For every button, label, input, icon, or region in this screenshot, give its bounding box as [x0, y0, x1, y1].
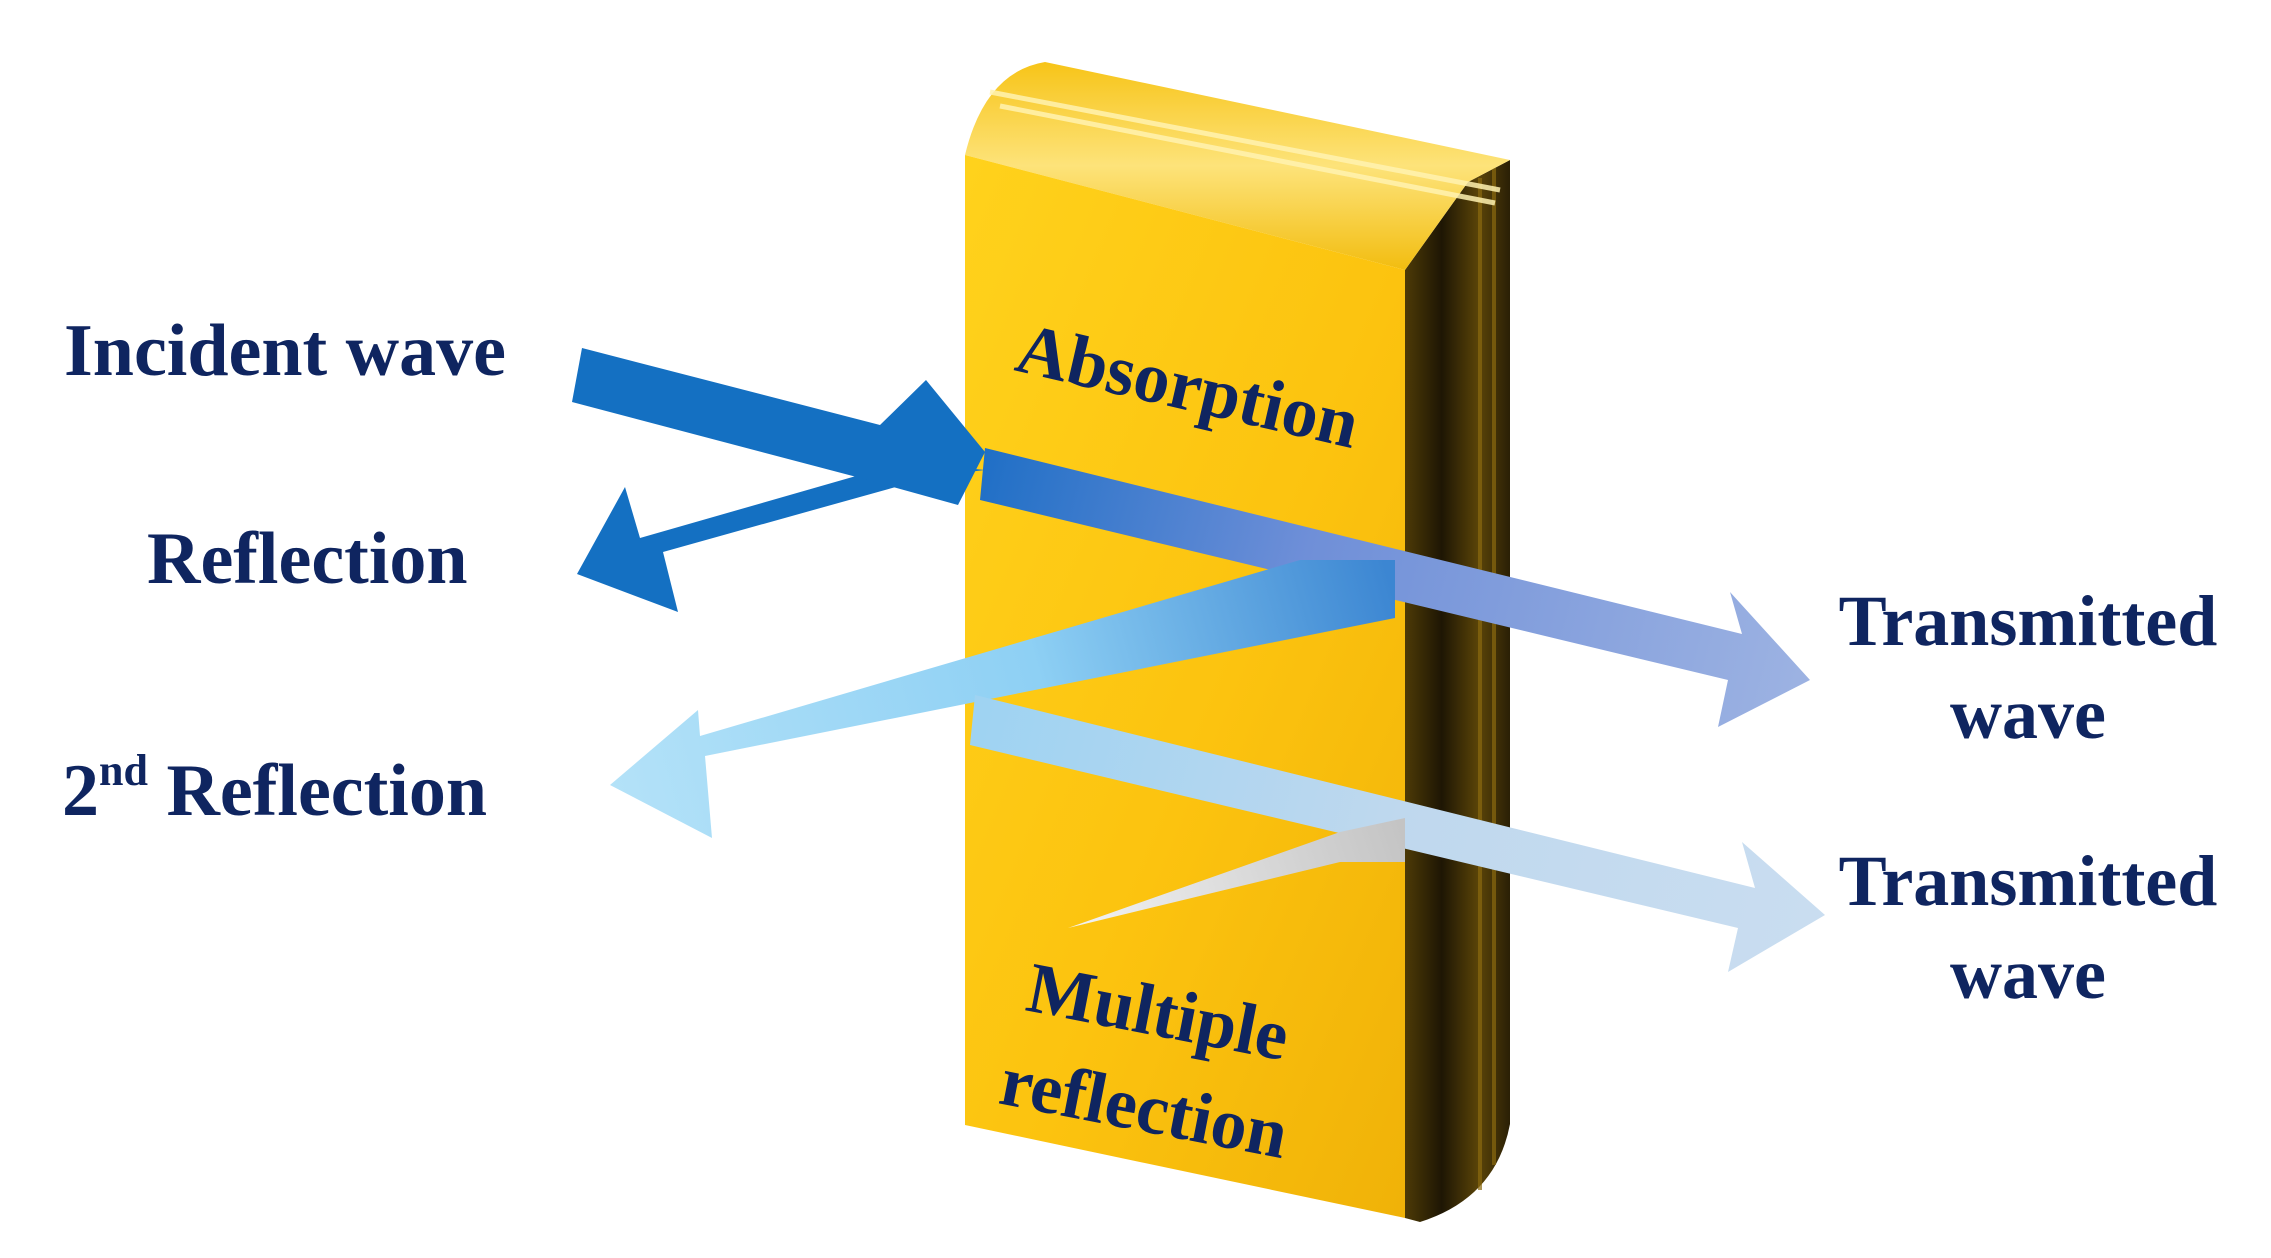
transmitted-wave-2-line1: Transmitted	[1839, 841, 2218, 921]
block-side-face	[1405, 160, 1510, 1222]
second-reflection-superscript: nd	[99, 746, 148, 795]
multiple-reflection-arrow	[1068, 818, 1405, 928]
block-front-face	[965, 155, 1405, 1218]
second-reflection-text: Reflection	[148, 750, 487, 832]
transmitted-wave-1-line1: Transmitted	[1839, 581, 2218, 661]
reflection-arrow	[577, 462, 985, 612]
reflection-label: Reflection	[147, 518, 468, 600]
second-reflection-number: 2	[62, 750, 99, 832]
incident-wave-label: Incident wave	[64, 310, 506, 392]
second-reflection-label: 2nd Reflection	[62, 746, 487, 832]
block-top-highlight	[989, 89, 1501, 206]
transmitted-wave-2-line2: wave	[1950, 934, 2106, 1014]
block-edge-lines	[1478, 168, 1496, 1190]
incident-arrow	[572, 348, 985, 505]
transmitted-wave-1-line2: wave	[1950, 674, 2106, 754]
absorber-block	[965, 62, 1510, 1222]
second-reflection-arrow	[610, 560, 1395, 838]
